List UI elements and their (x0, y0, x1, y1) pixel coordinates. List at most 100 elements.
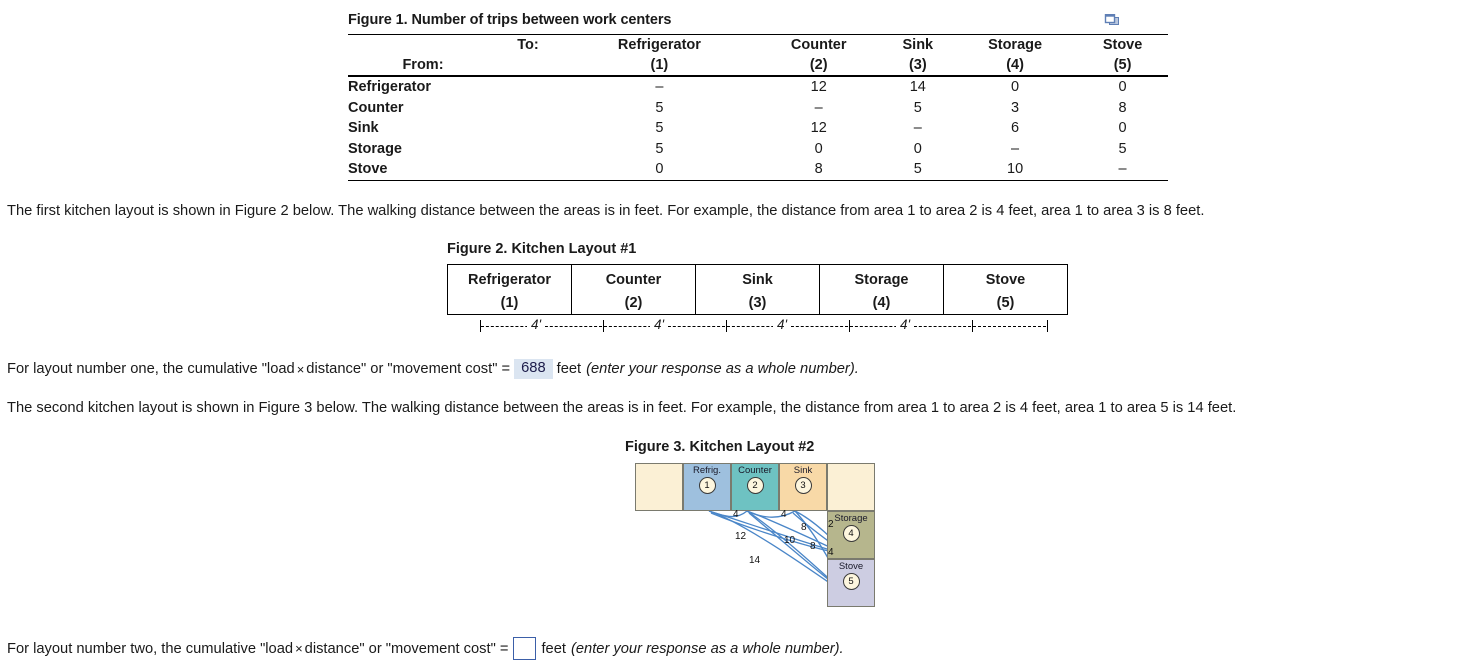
layout1-cell-name: Stove (943, 264, 1068, 291)
table-header-row-2: From: (1) (2) (3) (4) (5) (348, 55, 1168, 76)
figure3-block: Figure 3. Kitchen Layout #2 (625, 439, 885, 608)
ruler-tick (603, 320, 604, 332)
cell-value: 8 (754, 159, 883, 181)
edge-label: 10 (784, 535, 796, 546)
to-label: To: (498, 34, 564, 55)
distance-ruler: 4' 4' 4' 4' (447, 317, 1072, 337)
col-number-2: (2) (809, 57, 828, 73)
layout2-cell-storage[interactable]: Storage 4 (827, 511, 875, 559)
layout2-cell-number: 1 (698, 477, 716, 494)
row-label: Stove (348, 159, 498, 181)
cell-value: 5 (655, 120, 664, 137)
table-row: Sink 5 12 – 6 0 (348, 118, 1168, 139)
edge-label: 12 (735, 531, 747, 542)
layout2-diagram: Refrig. 1 Counter 2 Sink 3 Storage 4 Sto… (625, 463, 885, 608)
figure2-block: Figure 2. Kitchen Layout #1 Refrigerator… (447, 241, 1072, 337)
edge-label: 8 (801, 522, 807, 533)
cell-value: 5 (655, 140, 664, 157)
ruler-label: 4' (896, 317, 915, 332)
row-gap (498, 159, 564, 181)
answer-line-two: For layout number two, the cumulative "l… (7, 637, 844, 660)
layout2-cell-label: Stove (838, 561, 864, 572)
row-gap (498, 139, 564, 160)
table-header-row-1: To: Refrigerator Counter Sink Storage St… (348, 34, 1168, 55)
cell-value: 0 (1118, 120, 1127, 137)
cell-value: 6 (1011, 120, 1020, 137)
paragraph-layout-two: The second kitchen layout is shown in Fi… (7, 400, 1237, 416)
edge-label: 8 (810, 541, 816, 552)
layout1-cell-num: (1) (447, 291, 572, 315)
col-number-3: (3) (908, 57, 927, 73)
copy-icon[interactable] (1104, 13, 1120, 28)
cell-value: 0 (953, 75, 1078, 98)
ruler-segment-line (973, 326, 1046, 328)
row-label: Storage (348, 140, 402, 157)
row-gap (498, 98, 564, 119)
cell-value: 14 (882, 75, 954, 98)
ruler-tick (1047, 320, 1048, 332)
col-header-sink: Sink (882, 34, 954, 55)
ruler-tick (972, 320, 973, 332)
cell-value: 5 (655, 99, 664, 116)
figure3-title: Figure 3. Kitchen Layout #2 (625, 439, 815, 455)
multiply-symbol: × (296, 361, 305, 377)
col-header-counter: Counter (754, 34, 883, 55)
figure2-title: Figure 2. Kitchen Layout #1 (447, 241, 637, 257)
ruler-tick (480, 320, 481, 332)
col-header-storage: Storage (953, 34, 1078, 55)
edge-label: 4 (781, 509, 787, 520)
layout2-cell-stove[interactable]: Stove 5 (827, 559, 875, 607)
cell-value: 5 (882, 159, 954, 181)
edge-label: 2 (828, 519, 834, 530)
layout2-cell-refrigerator[interactable]: Refrig. 1 (683, 463, 731, 511)
layout1-cell-num: (5) (943, 291, 1068, 315)
ruler-tick (849, 320, 850, 332)
cell-value: 8 (1118, 99, 1127, 116)
col-number-4: (4) (1006, 57, 1024, 73)
layout1-cell-num: (2) (571, 291, 696, 315)
ruler-label: 4' (773, 317, 792, 332)
cell-value: – (564, 75, 755, 98)
cell-value: – (1011, 140, 1020, 157)
answer1-mid: distance" or "movement cost" = (306, 361, 511, 377)
cell-value: 12 (810, 120, 827, 137)
layout2-cell-label: Counter (738, 465, 772, 476)
layout2-cell-counter[interactable]: Counter 2 (731, 463, 779, 511)
edge-label: 4 (733, 509, 739, 520)
answer1-prefix: For layout number one, the cumulative "l… (7, 361, 295, 377)
table-row: Storage 5 0 0 – 5 (348, 139, 1168, 160)
cell-value: 5 (913, 99, 922, 116)
edge-label: 14 (749, 555, 761, 566)
col-number-5: (5) (1113, 57, 1132, 73)
ruler-label: 4' (527, 317, 546, 332)
table-row: Counter 5 – 5 3 8 (348, 98, 1168, 119)
figure1-title: Figure 1. Number of trips between work c… (348, 12, 672, 28)
movement-cost-input-one[interactable]: 688 (514, 359, 553, 379)
cell-value: 0 (913, 140, 922, 157)
row-label: Refrigerator (348, 75, 498, 98)
cell-value: 0 (814, 140, 823, 157)
answer2-prefix: For layout number two, the cumulative "l… (7, 640, 294, 657)
cell-value: 10 (953, 159, 1078, 181)
edge-label: 4 (828, 547, 834, 558)
layout2-cell-label: Sink (793, 465, 813, 476)
cell-value: 0 (564, 159, 755, 181)
layout1-table: Refrigerator Counter Sink Storage Stove … (447, 264, 1068, 315)
layout2-cell-label: Refrig. (693, 465, 721, 476)
answer-line-one: For layout number one, the cumulative "l… (7, 359, 859, 379)
layout1-cell-name: Storage (819, 264, 944, 291)
ruler-label: 4' (650, 317, 669, 332)
row-gap (498, 75, 564, 98)
layout2-cell-sink[interactable]: Sink 3 (779, 463, 827, 511)
trips-table: To: Refrigerator Counter Sink Storage St… (348, 34, 1168, 181)
row-label: Sink (348, 120, 379, 137)
layout2-empty-cell-left (635, 463, 683, 511)
layout2-empty-cell-right (827, 463, 875, 511)
layout2-cell-label: Storage (834, 513, 868, 524)
figure1-block: Figure 1. Number of trips between work c… (348, 12, 1168, 181)
answer2-unit: feet (541, 640, 566, 657)
cell-value: – (913, 120, 922, 137)
movement-cost-input-two[interactable] (513, 637, 537, 660)
layout2-cell-number: 3 (794, 477, 812, 494)
col-header-refrigerator: Refrigerator (564, 34, 755, 55)
